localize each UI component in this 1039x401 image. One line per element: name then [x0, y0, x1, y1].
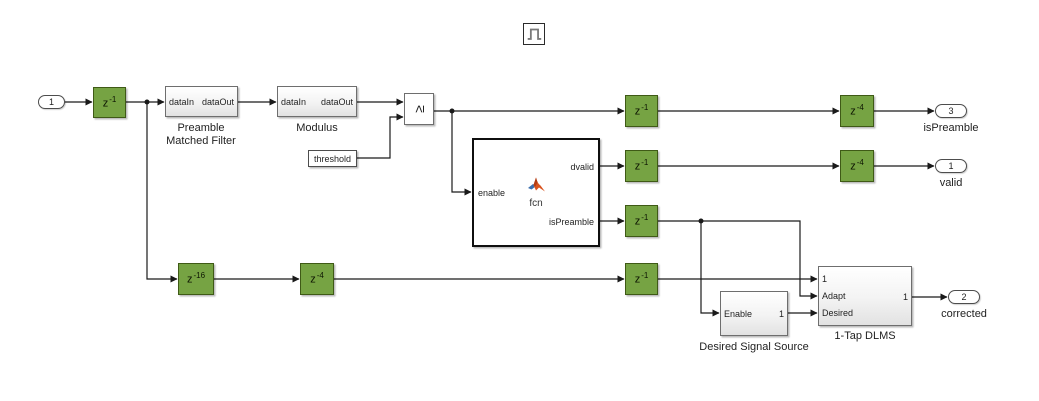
pulse-waveform-glyph [527, 28, 542, 40]
delay-z1-input[interactable]: z-1 [93, 87, 126, 118]
port-label-out1: 1 [778, 309, 784, 319]
outport-ispreamble[interactable]: 3 [935, 104, 967, 118]
port-label-out1: 1 [902, 292, 908, 302]
port-label-dvalid: dvalid [570, 162, 594, 172]
port-label-datain: dataIn [281, 96, 307, 107]
delay-label: z-4 [850, 103, 864, 118]
one-tap-dlms-label: 1-Tap DLMS [834, 330, 896, 342]
desired-signal-source-label: Desired Signal Source [699, 341, 809, 353]
threshold-label: threshold [313, 153, 352, 164]
port-label-in1: 1 [822, 274, 828, 284]
one-tap-dlms-block[interactable]: 1 Adapt Desired 1 [818, 266, 912, 326]
preamble-matched-filter-block[interactable]: dataIn dataOut [165, 86, 238, 117]
port-label-dataout: dataOut [320, 96, 353, 107]
delay-z16[interactable]: z-16 [178, 263, 214, 295]
delay-label: z-4 [310, 271, 324, 286]
outport-corrected-label: corrected [941, 308, 987, 320]
inport-1-number: 1 [48, 97, 54, 107]
port-label-ispreamble: isPreamble [548, 217, 594, 227]
outport-ispreamble-number: 3 [948, 106, 954, 116]
delay-label: z-16 [186, 271, 206, 286]
delay-z4-row1[interactable]: z-4 [840, 95, 874, 127]
delay-z1-row2[interactable]: z-1 [625, 150, 658, 182]
port-label-enable: enable [478, 188, 506, 198]
delay-label: z-1 [634, 158, 649, 173]
delay-z1-row3[interactable]: z-1 [625, 205, 658, 237]
modulus-block[interactable]: dataIn dataOut [277, 86, 357, 117]
delay-label: z-1 [634, 271, 649, 286]
delay-label: z-4 [850, 158, 864, 173]
fcn-label: fcn [529, 198, 543, 209]
matlab-logo-icon [527, 176, 547, 199]
outport-corrected[interactable]: 2 [948, 290, 980, 304]
gte-symbol: ≥ [411, 105, 427, 113]
delay-label: z-1 [634, 213, 649, 228]
modulus-label: Modulus [296, 122, 338, 134]
pulse-icon[interactable] [523, 23, 545, 45]
delay-z4-row2[interactable]: z-4 [840, 150, 874, 182]
port-label-desired: Desired [822, 308, 854, 318]
delay-z4-bottom[interactable]: z-4 [300, 263, 334, 295]
outport-corrected-number: 2 [961, 292, 967, 302]
delay-label: z-1 [634, 103, 649, 118]
port-label-enable: Enable [724, 309, 753, 319]
desired-signal-source-block[interactable]: Enable 1 [720, 291, 788, 336]
branch-dots [144, 99, 704, 224]
threshold-block[interactable]: threshold [308, 150, 357, 167]
delay-label: z-1 [102, 94, 117, 110]
matlab-function-block[interactable]: enable dvalid isPreamble fcn [472, 138, 600, 247]
delay-z1-row4[interactable]: z-1 [625, 263, 658, 295]
outport-ispreamble-label: isPreamble [923, 122, 979, 134]
delay-z1-row1[interactable]: z-1 [625, 95, 658, 127]
inport-1[interactable]: 1 [38, 95, 65, 109]
signal-wires[interactable] [65, 98, 948, 317]
port-label-adapt: Adapt [822, 291, 846, 301]
compare-gte-block[interactable]: ≥ [404, 93, 434, 125]
port-label-dataout: dataOut [201, 96, 234, 107]
outport-valid-number: 1 [948, 161, 954, 171]
outport-valid-label: valid [939, 177, 963, 189]
preamble-matched-filter-label: Preamble Matched Filter [166, 122, 236, 147]
outport-valid[interactable]: 1 [935, 159, 967, 173]
port-label-datain: dataIn [169, 96, 195, 107]
